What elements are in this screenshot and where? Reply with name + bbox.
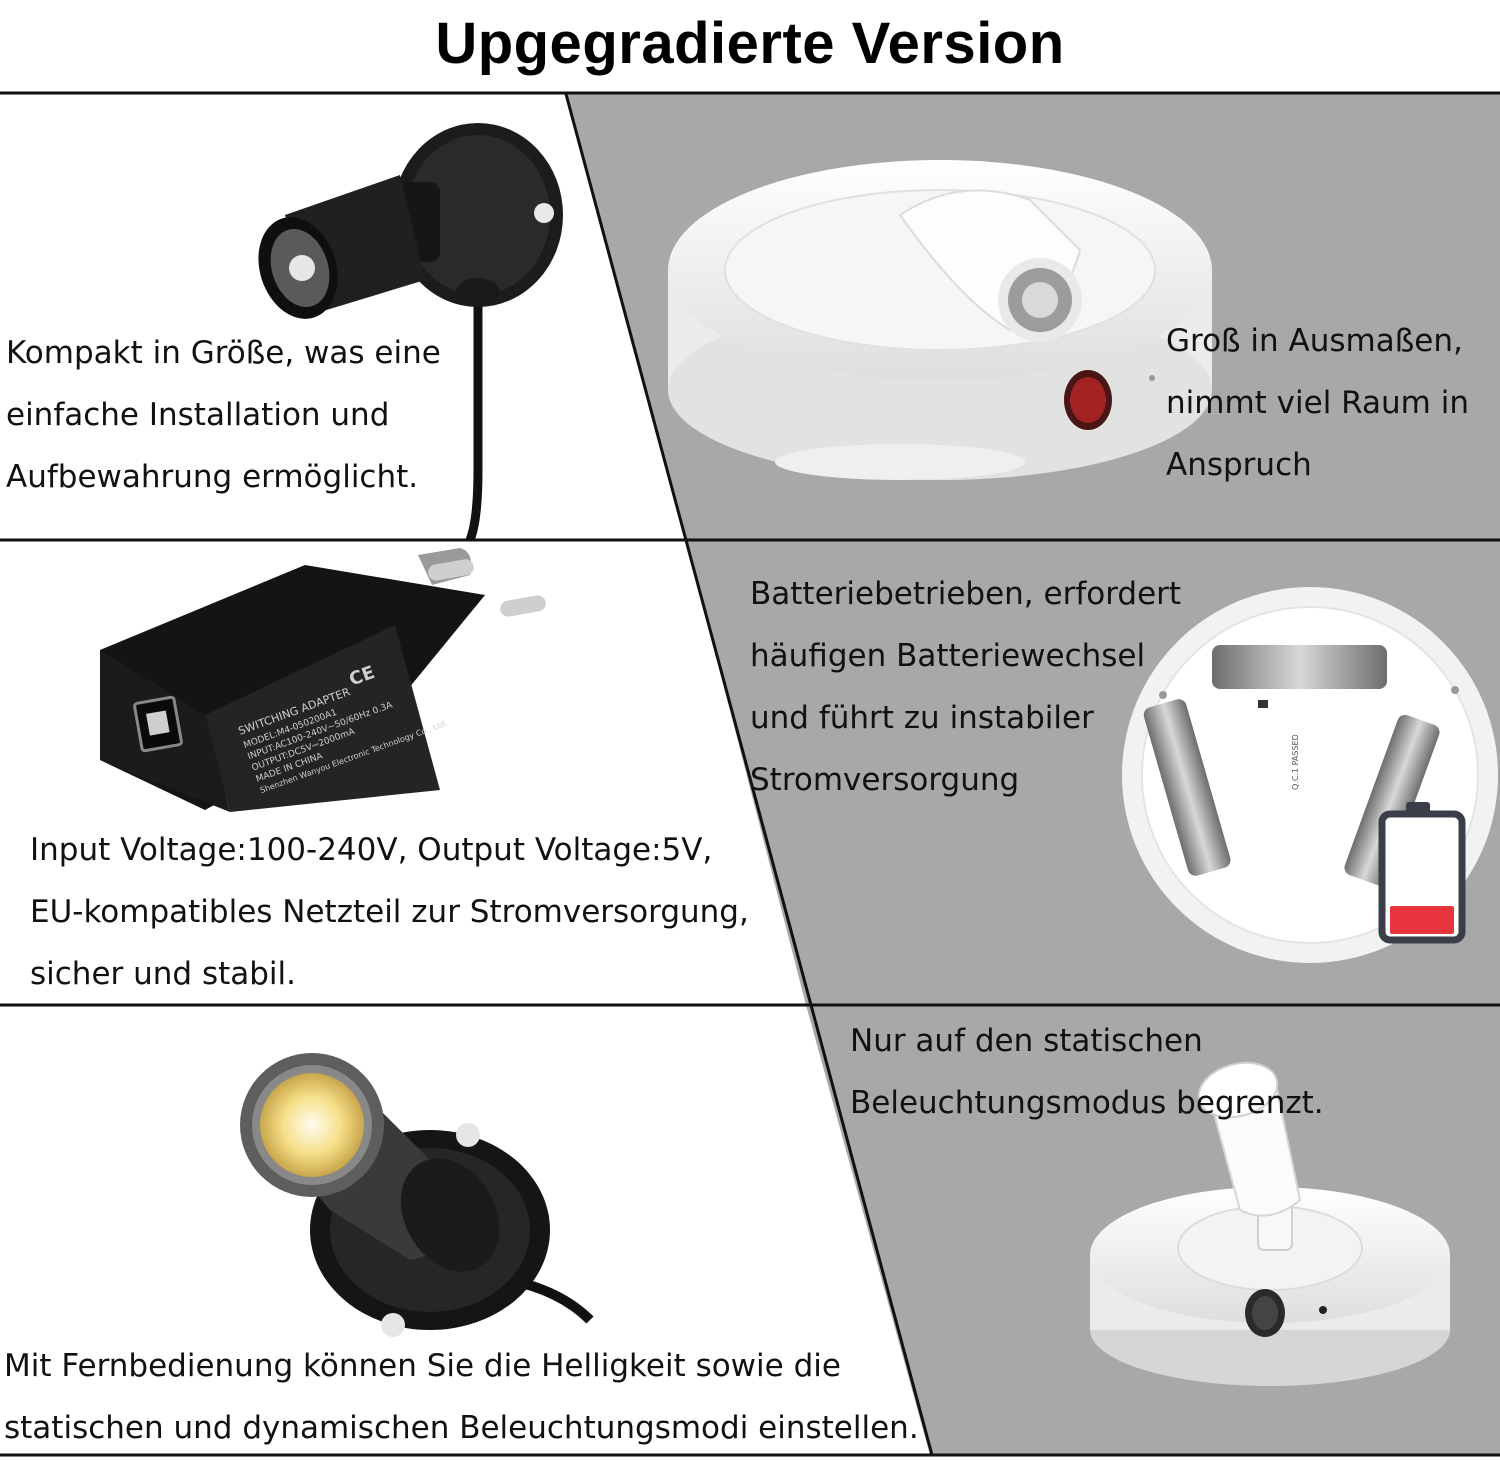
row2-right-text: Batteriebetrieben, erfordert häufigen Ba… — [750, 563, 1181, 811]
low-battery-icon — [1378, 802, 1466, 944]
text-line: Mit Fernbedienung können Sie die Helligk… — [4, 1348, 841, 1384]
mini-spotlight-lit — [240, 1053, 594, 1337]
text-line: und führt zu instabiler — [750, 700, 1094, 736]
row2-left-text: Input Voltage:100-240V, Output Voltage:5… — [30, 819, 749, 1005]
text-line: Kompakt in Größe, was eine — [6, 335, 441, 371]
mini-spotlight-black — [258, 123, 563, 542]
text-line: Stromversorgung — [750, 762, 1020, 798]
text-line: Anspruch — [1166, 447, 1312, 483]
page-title: Upgegradierte Version — [435, 11, 1065, 76]
puck-light-large — [668, 160, 1212, 480]
text-line: Aufbewahrung ermöglicht. — [6, 459, 419, 495]
text-line: Input Voltage:100-240V, Output Voltage:5… — [30, 832, 713, 868]
text-line: häufigen Batteriewechsel — [750, 638, 1146, 674]
text-line: nimmt viel Raum in — [1166, 385, 1469, 421]
text-line: statischen und dynamischen Beleuchtungsm… — [4, 1410, 919, 1446]
text-line: einfache Installation und — [6, 397, 390, 433]
text-line: Groß in Ausmaßen, — [1166, 323, 1463, 359]
row1-left-text: Kompakt in Größe, was eine einfache Inst… — [6, 322, 441, 508]
battery-board-label: Q.C.1 PASSED — [1291, 734, 1300, 790]
usb-power-adapter: SWITCHING ADAPTER MODEL:M4-050200A1 INPU… — [100, 548, 546, 812]
text-line: Nur auf den statischen — [850, 1023, 1203, 1059]
row1-right-text: Groß in Ausmaßen, nimmt viel Raum in Ans… — [1166, 310, 1469, 496]
text-line: EU-kompatibles Netzteil zur Stromversorg… — [30, 894, 749, 930]
text-line: Beleuchtungsmodus begrenzt. — [850, 1085, 1324, 1121]
row3-left-text: Mit Fernbedienung können Sie die Helligk… — [4, 1335, 919, 1459]
row3-right-text: Nur auf den statischen Beleuchtungsmodus… — [850, 1010, 1324, 1134]
text-line: sicher und stabil. — [30, 956, 297, 992]
puck-light-static — [1090, 1061, 1450, 1386]
text-line: Batteriebetrieben, erfordert — [750, 576, 1182, 612]
